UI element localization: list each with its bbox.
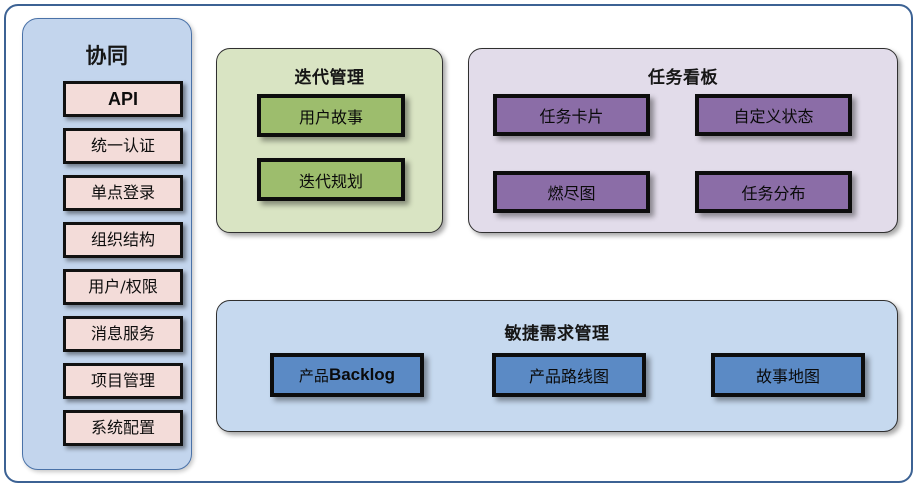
task-board-item-task-distribution[interactable]: 任务分布: [695, 171, 852, 213]
sidebar-item-sso[interactable]: 单点登录: [63, 175, 183, 211]
sidebar-item-project-management[interactable]: 项目管理: [63, 363, 183, 399]
sidebar-item-unified-auth[interactable]: 统一认证: [63, 128, 183, 164]
task-board-item-task-card[interactable]: 任务卡片: [493, 94, 650, 136]
task-board-item-custom-status[interactable]: 自定义状态: [695, 94, 852, 136]
sidebar-title: 协同: [85, 45, 129, 68]
iteration-item-iteration-planning[interactable]: 迭代规划: [257, 158, 405, 201]
agile-item-product-roadmap[interactable]: 产品路线图: [492, 353, 646, 397]
agile-item-product-backlog-prefix: 产品: [298, 366, 329, 385]
iteration-management-panel: 迭代管理 用户故事 迭代规划: [216, 48, 443, 233]
sidebar-item-api[interactable]: API: [63, 81, 183, 117]
sidebar-item-message-service[interactable]: 消息服务: [63, 316, 183, 352]
agile-item-story-map[interactable]: 故事地图: [711, 353, 865, 397]
sidebar-item-system-config[interactable]: 系统配置: [63, 410, 183, 446]
agile-requirements-title: 敏捷需求管理: [504, 324, 610, 343]
sidebar-item-user-permission[interactable]: 用户/权限: [63, 269, 183, 305]
task-board-item-burndown-chart[interactable]: 燃尽图: [493, 171, 650, 213]
iteration-management-title: 迭代管理: [294, 68, 365, 87]
task-board-title: 任务看板: [648, 68, 718, 87]
sidebar-panel: 协同 API 统一认证 单点登录 组织结构 用户/权限 消息服务 项目管理 系统…: [22, 18, 192, 470]
sidebar-item-org-structure[interactable]: 组织结构: [63, 222, 183, 258]
agile-item-product-backlog-suffix: Backlog: [328, 365, 396, 384]
task-board-panel: 任务看板 任务卡片 自定义状态 燃尽图 任务分布: [468, 48, 898, 233]
iteration-item-user-story[interactable]: 用户故事: [257, 94, 405, 137]
